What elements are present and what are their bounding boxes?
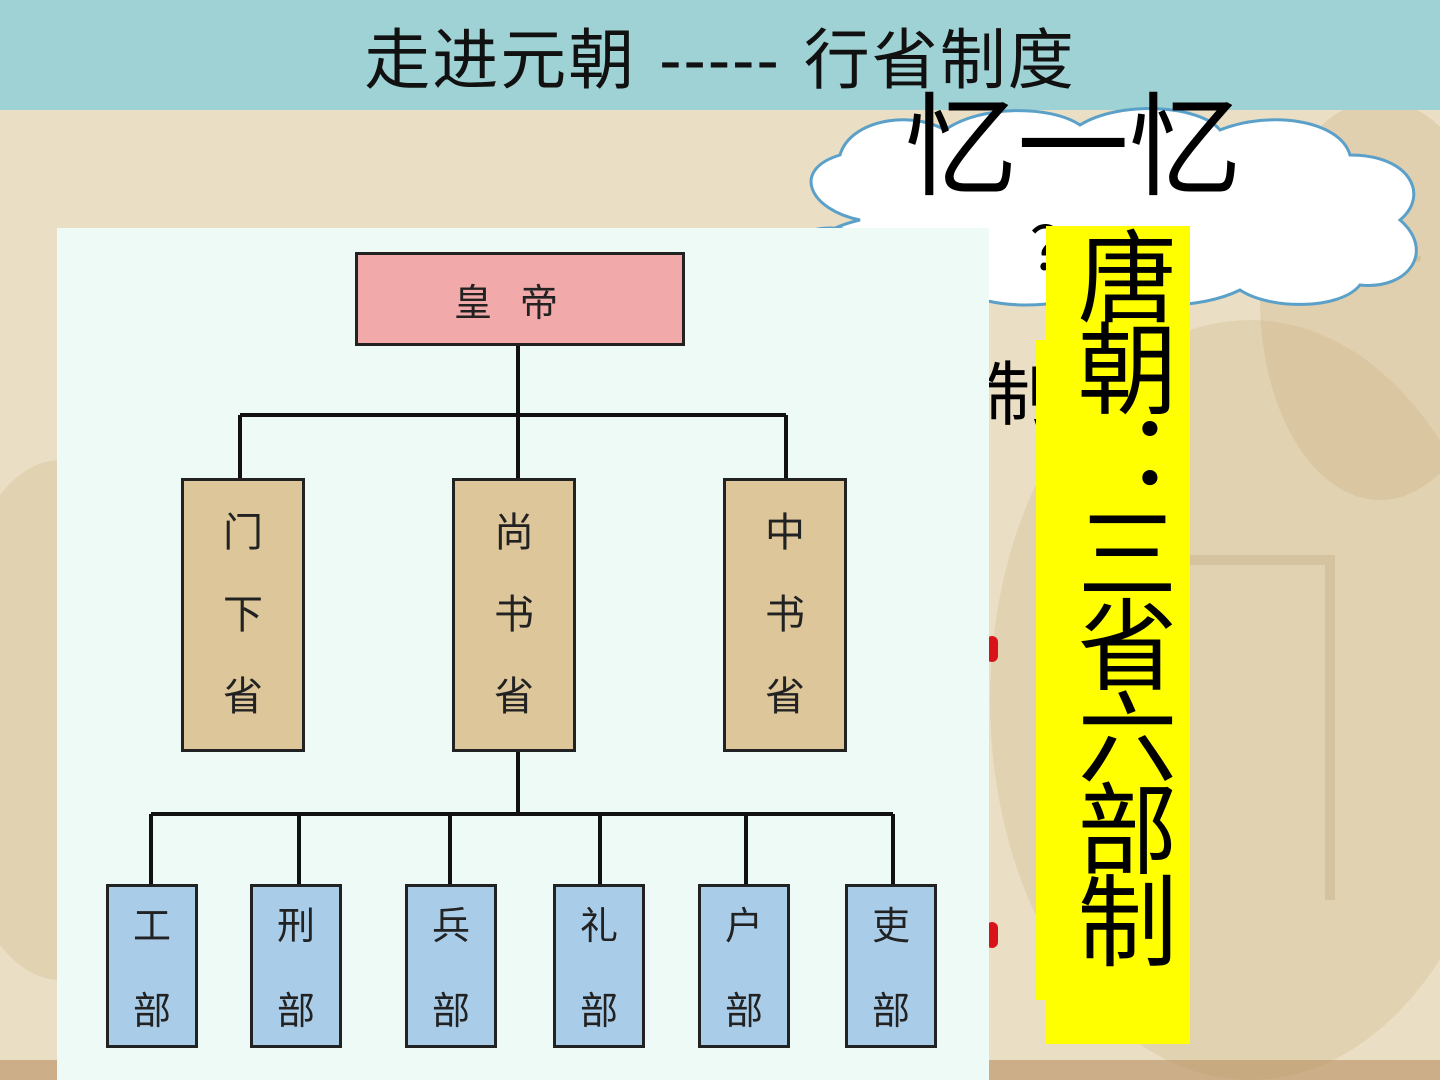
ministry-char: 部 <box>579 989 618 1033</box>
ministry-char: 部 <box>276 989 315 1033</box>
province-char: 省 <box>765 674 805 720</box>
province-char: 尚 <box>494 510 534 556</box>
ministry-of-personnel-box: 吏 部 <box>845 884 937 1048</box>
ministry-of-war-box: 兵 部 <box>405 884 497 1048</box>
ministry-char: 部 <box>431 989 470 1033</box>
obscured-text-fragment: 制 <box>985 360 1040 430</box>
ministry-char: 刑 <box>276 904 315 948</box>
three-departments-six-ministries-diagram: 皇帝 门 下 省 尚 书 省 中 书 省 工 部 刑 部 兵 部 礼 部 户 部… <box>57 228 989 1080</box>
tang-dynasty-callout-box <box>1046 226 1190 1044</box>
red-bullet-mark <box>986 636 998 662</box>
ministry-char: 礼 <box>579 904 618 948</box>
diagram-connector-lines <box>149 344 895 886</box>
ministry-of-rites-box: 礼 部 <box>553 884 645 1048</box>
red-bullet-mark <box>986 922 998 948</box>
province-char: 下 <box>223 592 263 638</box>
ministry-char: 部 <box>871 989 910 1033</box>
province-char: 书 <box>494 592 534 638</box>
cloud-recall-text: 忆一忆 <box>905 83 1241 213</box>
ministry-char: 吏 <box>871 904 910 948</box>
ministry-of-works-box: 工 部 <box>106 884 198 1048</box>
ministry-of-revenue-box: 户 部 <box>698 884 790 1048</box>
ministry-char: 工 <box>132 904 171 948</box>
callout-left-strip <box>1036 340 1048 1000</box>
province-char: 省 <box>494 674 534 720</box>
menxia-province-box: 门 下 省 <box>181 478 305 752</box>
ministry-char: 兵 <box>431 904 470 948</box>
province-char: 书 <box>765 592 805 638</box>
tang-dynasty-callout-text: 唐朝：三省六部制 <box>1060 226 1177 962</box>
province-char: 中 <box>765 510 805 556</box>
ministry-char: 部 <box>724 989 763 1033</box>
ministry-char: 部 <box>132 989 171 1033</box>
ministry-of-justice-box: 刑 部 <box>250 884 342 1048</box>
emperor-box: 皇帝 <box>355 252 685 346</box>
slide-title-bar: 走进元朝 ----- 行省制度 <box>0 0 1440 110</box>
ministry-char: 户 <box>724 904 763 948</box>
slide-title: 走进元朝 ----- 行省制度 <box>364 22 1076 99</box>
emperor-label: 皇帝 <box>453 280 586 325</box>
shangshu-province-box: 尚 书 省 <box>452 478 576 752</box>
province-char: 省 <box>223 674 263 720</box>
province-char: 门 <box>223 510 263 556</box>
zhongshu-province-box: 中 书 省 <box>723 478 847 752</box>
